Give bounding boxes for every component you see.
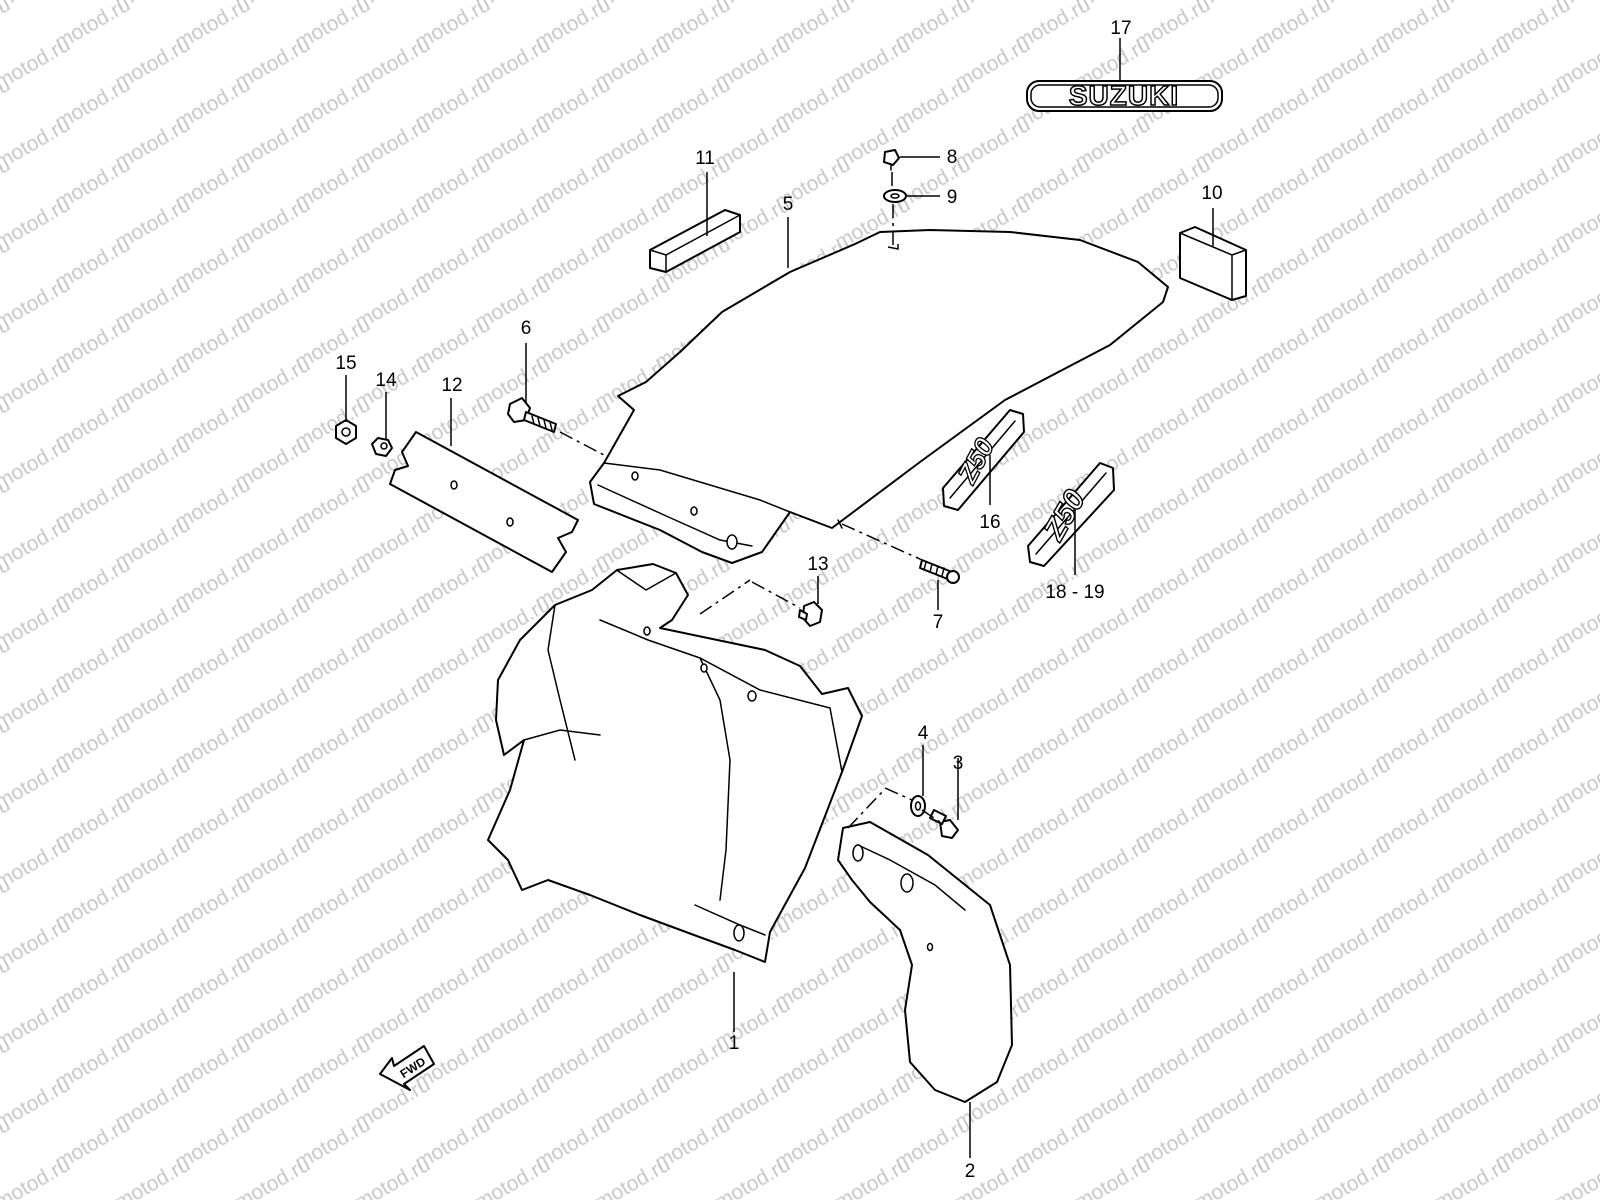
watermark-text: motod.ru: [831, 1153, 914, 1200]
callout-15: 15: [335, 353, 356, 374]
watermark-text: motod.ru: [0, 193, 74, 254]
watermark-text: motod.ru: [111, 1153, 194, 1200]
washer-part-9[interactable]: [883, 189, 907, 203]
callout-3: 3: [953, 753, 964, 774]
collar-part-14[interactable]: [371, 437, 393, 457]
callout-18-19: 18 - 19: [1045, 582, 1104, 603]
suzuki-emblem-text: SUZUKI: [1069, 80, 1179, 111]
callout-9: 9: [947, 187, 958, 208]
bolt-part-13[interactable]: [798, 601, 823, 627]
watermark-text: motod.ru: [231, 1153, 314, 1200]
callout-5: 5: [783, 194, 794, 215]
callout-2: 2: [965, 1161, 976, 1182]
screw-part-3[interactable]: [929, 809, 959, 839]
watermark-text: motod.ru: [0, 1073, 74, 1134]
callout-17: 17: [1110, 18, 1131, 39]
fwd-direction-marker: FWD: [379, 1045, 435, 1091]
callout-13: 13: [807, 554, 828, 575]
watermark-text: motod.ru: [951, 1153, 1034, 1200]
callout-16: 16: [979, 512, 1000, 533]
watermark-text: motod.ru: [0, 673, 74, 734]
bolt-part-6[interactable]: [507, 397, 557, 433]
watermark-text: motod.ru: [1071, 1153, 1154, 1200]
watermark-text: motod.ru: [0, 993, 74, 1054]
watermark-text: motod.ru: [351, 1153, 434, 1200]
watermark-text: motod.ru: [0, 1153, 74, 1200]
plate-part-12[interactable]: [389, 431, 579, 573]
callout-14: 14: [375, 370, 397, 391]
watermark-text: motod.ru: [1191, 1153, 1274, 1200]
watermark-text: motod.ru: [1311, 1153, 1394, 1200]
rear-fender-part-5[interactable]: [589, 229, 1169, 564]
callout-12: 12: [441, 375, 462, 396]
watermark-text: motod.ru: [0, 913, 74, 974]
callout-11: 11: [695, 148, 715, 169]
assembly-lines: [559, 172, 941, 829]
watermark-text: motod.ru: [0, 753, 74, 814]
watermark-text: motod.ru: [591, 1153, 674, 1200]
callout-labels: 17 8 9 10 11 5 6 15 14 12 16 18 - 19 13 …: [335, 18, 1222, 1182]
screw-part-7[interactable]: [919, 559, 960, 584]
watermark-text: motod.ru: [711, 1153, 794, 1200]
reflector-part-11[interactable]: [649, 209, 741, 273]
callout-1: 1: [729, 1033, 740, 1054]
callout-7: 7: [933, 612, 944, 633]
watermark-text: motod.ru: [0, 113, 74, 174]
bolt-part-8[interactable]: [883, 149, 900, 171]
watermark-text: motod.ru: [0, 353, 74, 414]
watermark-text: motod.ru: [0, 513, 74, 574]
leader-lines: [345, 38, 1214, 1158]
watermark-text: motod.ru: [1551, 1153, 1600, 1200]
callout-6: 6: [521, 318, 532, 339]
suzuki-emblem-part-17[interactable]: SUZUKI: [1026, 79, 1223, 112]
washer-part-4[interactable]: [910, 795, 926, 817]
watermark-text: motod.ru: [1431, 1153, 1514, 1200]
inner-fender-part-1[interactable]: [487, 563, 863, 963]
nut-part-15[interactable]: [335, 419, 357, 445]
callout-8: 8: [947, 147, 958, 168]
callout-10: 10: [1201, 183, 1222, 204]
side-cover-part-2[interactable]: [837, 821, 1013, 1103]
watermark-text: motod.ru: [0, 433, 74, 494]
watermark-text: motod.ru: [0, 33, 74, 94]
callout-4: 4: [918, 723, 929, 744]
watermark-text: motod.ru: [0, 833, 74, 894]
watermark-text: motod.ru: [471, 1153, 554, 1200]
watermark-text: motod.ru: [0, 273, 74, 334]
watermark-text: motod.ru: [0, 593, 74, 654]
reflector-part-10[interactable]: [1179, 226, 1247, 301]
